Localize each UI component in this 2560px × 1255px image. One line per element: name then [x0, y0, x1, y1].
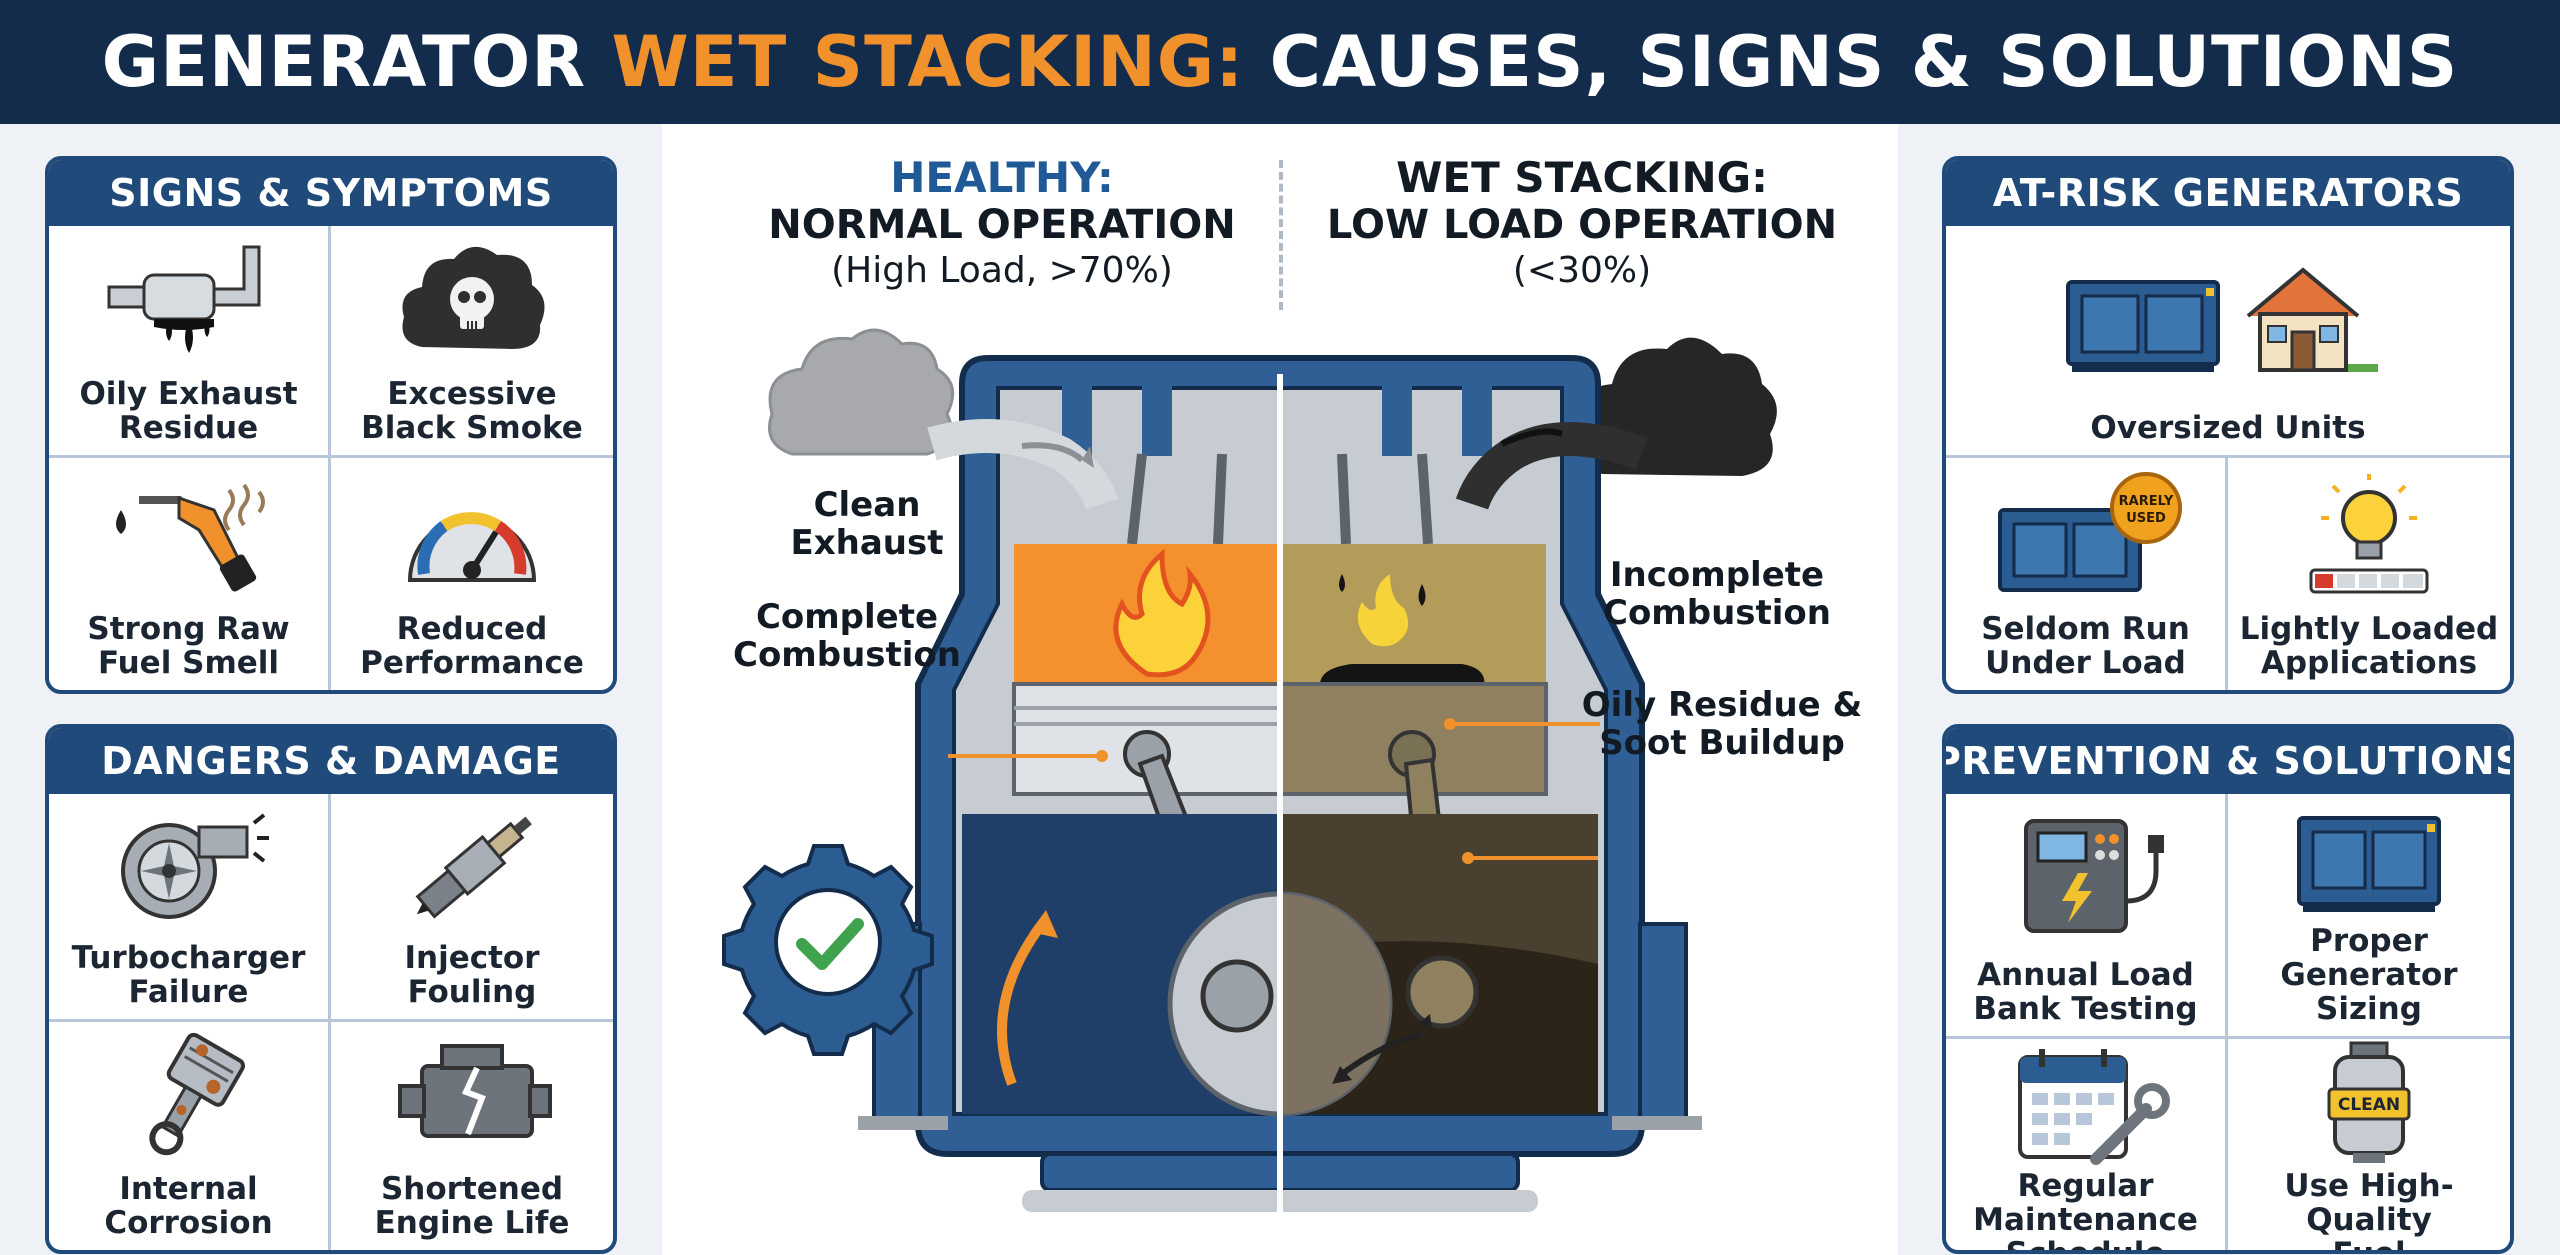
label-clean-exhaust: Clean Exhaust	[790, 485, 944, 563]
healthy-flame-icon	[1113, 548, 1211, 678]
sign-reduced-performance: Reduced Performance	[331, 458, 613, 690]
label-oily-residue: Oily Residue & Soot Buildup	[1581, 685, 1863, 763]
generator-rarely-used-icon: RARELY USED	[1946, 458, 2225, 612]
danger-injector: Injector Fouling	[331, 794, 613, 1022]
risk-lightly-loaded: Lightly Loaded Applications	[2228, 458, 2510, 690]
sign-black-smoke: Excessive Black Smoke	[331, 226, 613, 458]
risk-oversized-units: Oversized Units	[1946, 226, 2510, 458]
solution-load-bank: Annual Load Bank Testing	[1946, 794, 2228, 1039]
sign-oily-exhaust: Oily Exhaust Residue	[49, 226, 331, 458]
weak-flame-icon	[1357, 574, 1409, 647]
gauge-icon	[331, 458, 613, 612]
healthy-header: HEALTHY: NORMAL OPERATION (High Load, >7…	[768, 153, 1236, 292]
fuel-nozzle-icon	[49, 458, 328, 612]
solution-high-quality-fuel: CLEAN Use High-Quality Fuel	[2228, 1039, 2510, 1250]
load-bank-icon	[1946, 794, 2225, 958]
title-bar: GENERATOR WET STACKING: CAUSES, SIGNS & …	[0, 0, 2560, 124]
label-complete-combustion: Complete Combustion	[733, 597, 961, 675]
dashed-divider	[1279, 160, 1283, 310]
turbocharger-icon	[49, 794, 328, 941]
exhaust-pipe-drip-icon	[49, 226, 328, 377]
rarely-used-badge-line1: RARELY	[2118, 494, 2173, 509]
sign-fuel-smell: Strong Raw Fuel Smell	[49, 458, 331, 690]
risk-seldom-run: RARELY USED Seldom Run Under Load	[1946, 458, 2228, 690]
prevention-solutions-panel: PREVENTION & SOLUTIONS Annual Load Bank …	[1942, 724, 2514, 1254]
signs-symptoms-panel: SIGNS & SYMPTOMS Oily Exhaust Residue	[45, 156, 617, 694]
generator-icon	[2228, 794, 2510, 924]
panel-title: SIGNS & SYMPTOMS	[49, 160, 613, 226]
calendar-wrench-icon	[1946, 1039, 2225, 1169]
wet-combustion-chamber	[1280, 544, 1546, 684]
oversized-generator-house-icon	[1946, 226, 2510, 411]
lightbulb-load-bar-icon	[2228, 458, 2510, 612]
wet-stacking-header: WET STACKING: LOW LOAD OPERATION (<30%)	[1326, 153, 1838, 292]
skull-smoke-icon	[331, 226, 613, 377]
clean-tag: CLEAN	[2338, 1095, 2400, 1115]
engine-comparison: HEALTHY: NORMAL OPERATION (High Load, >7…	[662, 124, 1898, 1255]
danger-corrosion: Internal Corrosion	[49, 1022, 331, 1250]
check-gear-icon	[722, 844, 934, 1056]
panel-title: PREVENTION & SOLUTIONS	[1946, 728, 2510, 794]
page-title: GENERATOR WET STACKING: CAUSES, SIGNS & …	[101, 21, 2459, 103]
dangers-damage-panel: DANGERS & DAMAGE Turbocharger Failure	[45, 724, 617, 1254]
rusty-piston-icon	[49, 1022, 328, 1172]
cracked-engine-icon	[331, 1022, 613, 1172]
solution-proper-sizing: Proper Generator Sizing	[2228, 794, 2510, 1039]
solution-maintenance: Regular Maintenance Schedule	[1946, 1039, 2228, 1250]
danger-engine-life: Shortened Engine Life	[331, 1022, 613, 1250]
panel-title: DANGERS & DAMAGE	[49, 728, 613, 794]
engine-cutaway-illustration	[722, 328, 1777, 1224]
danger-turbo: Turbocharger Failure	[49, 794, 331, 1022]
at-risk-generators-panel: AT-RISK GENERATORS Oversized Unit	[1942, 156, 2514, 694]
clean-exhaust-cloud	[768, 328, 955, 456]
label-incomplete-combustion: Incomplete Combustion	[1603, 555, 1831, 633]
fuel-filter-icon: CLEAN	[2228, 1039, 2510, 1169]
panel-title: AT-RISK GENERATORS	[1946, 160, 2510, 226]
rarely-used-badge-line2: USED	[2126, 511, 2166, 526]
injector-icon	[331, 794, 613, 941]
